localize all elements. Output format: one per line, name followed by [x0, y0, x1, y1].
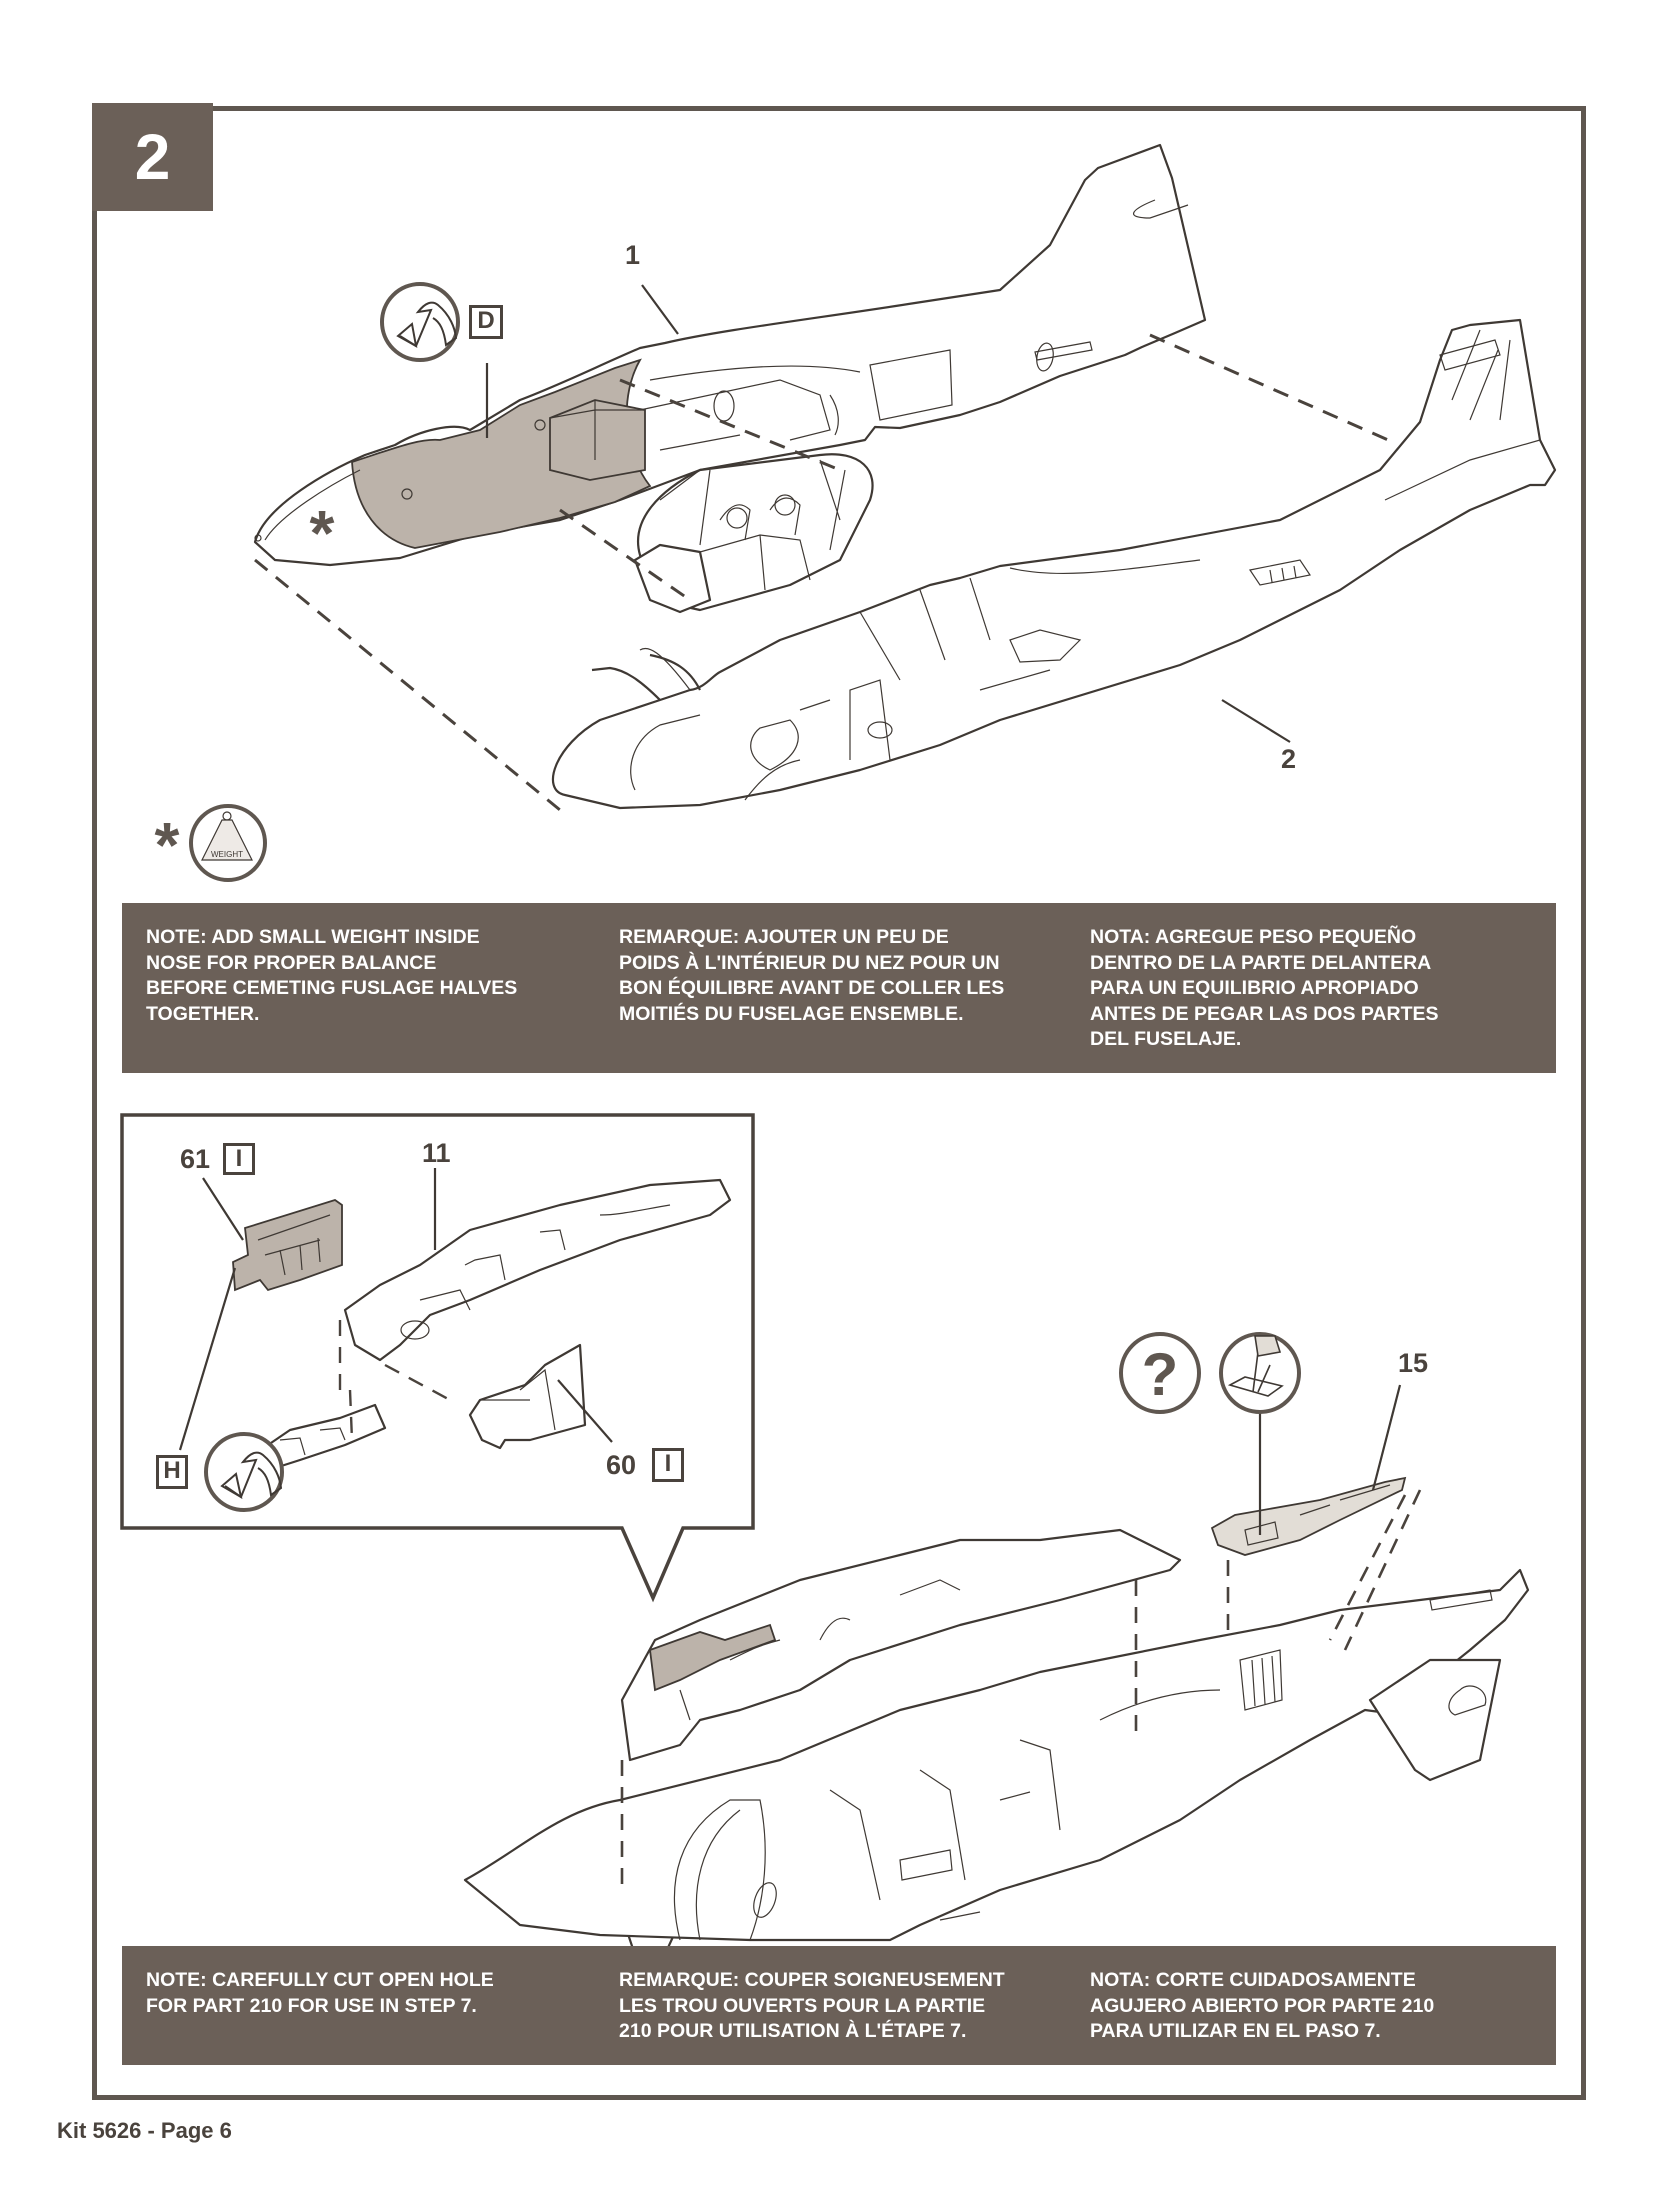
leader-line-15 [1371, 1384, 1402, 1491]
inset-part-11 [343, 1178, 732, 1362]
callout-part-1: 1 [625, 240, 641, 270]
step-frame [92, 106, 1586, 2100]
turn-over-icon [380, 282, 460, 362]
callout-part-15: 15 [1398, 1348, 1429, 1378]
note-spanish: NOTA: CORTE CUIDADOSAMENTE AGUJERO ABIER… [1090, 1969, 1435, 2042]
callout-part-11: 11 [422, 1138, 451, 1168]
parts-tree-i-61: I [223, 1143, 255, 1175]
step-number: 2 [134, 121, 171, 193]
leader-line-60 [557, 1379, 613, 1443]
optional-question-icon: ? [1119, 1332, 1201, 1414]
note-english: NOTE: CAREFULLY CUT OPEN HOLE FOR PART 2… [146, 1969, 494, 2017]
leader-line-h [178, 1267, 237, 1451]
asterisk-legend-icon: * [155, 809, 180, 881]
inset-alignment-lines [338, 1320, 451, 1441]
fuselage-right-half [551, 318, 1557, 810]
parts-tree-i-60: I [652, 1448, 684, 1482]
note-french: REMARQUE: AJOUTER UN PEU DE POIDS À L'IN… [619, 926, 1005, 1025]
leader-line-1 [641, 284, 679, 335]
note-english: NOTE: ADD SMALL WEIGHT INSIDE NOSE FOR P… [146, 926, 518, 1025]
alignment-line [254, 558, 561, 812]
weight-icon: WEIGHT [189, 804, 267, 882]
leader-line-2 [1221, 699, 1291, 743]
alignment-lines [620, 1489, 1422, 1890]
part-15 [1210, 1476, 1407, 1556]
cut-open-hole-icon [1219, 1332, 1301, 1414]
callout-part-61: 61 [180, 1144, 211, 1174]
callout-part-2: 2 [1281, 744, 1297, 774]
step-number-badge: 2 [92, 103, 213, 211]
note-french: REMARQUE: COUPER SOIGNEUSEMENT LES TROU … [619, 1969, 1005, 2042]
alignment-line [619, 378, 841, 472]
inset-part-61 [232, 1199, 343, 1292]
fuselage-assembled [463, 1568, 1530, 1942]
weight-icon-label: WEIGHT [211, 850, 243, 859]
question-glyph: ? [1142, 1341, 1179, 1408]
note-spanish: NOTA: AGREGUE PESO PEQUEÑO DENTRO DE LA … [1090, 926, 1439, 1050]
asterisk-icon: * [310, 497, 335, 569]
page-footer: Kit 5626 - Page 6 [57, 2118, 232, 2143]
leader-line-61 [202, 1177, 244, 1241]
fuselage-left-half [253, 143, 1207, 567]
note-band-weight: NOTE: ADD SMALL WEIGHT INSIDE NOSE FOR P… [122, 903, 1556, 1073]
alignment-line [1149, 333, 1396, 445]
parts-tree-h: H [156, 1455, 188, 1489]
turn-over-icon [204, 1432, 284, 1512]
parts-tree-d: D [469, 305, 503, 339]
inset-part-60 [468, 1343, 587, 1450]
note-band-cut-hole: NOTE: CAREFULLY CUT OPEN HOLE FOR PART 2… [122, 1946, 1556, 2065]
cockpit-tub [633, 453, 874, 614]
callout-part-60: 60 [606, 1450, 637, 1480]
